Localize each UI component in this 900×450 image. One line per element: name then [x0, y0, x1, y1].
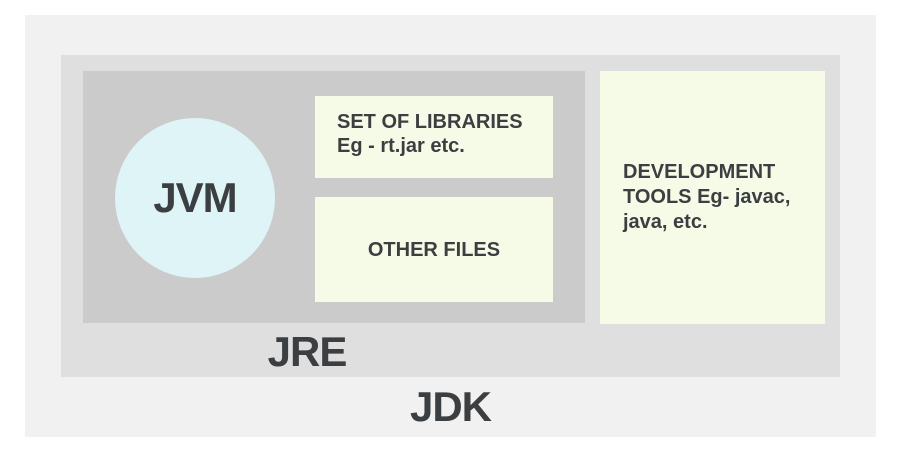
jvm-and-libraries-container: JVM SET OF LIBRARIES Eg - rt.jar etc. OT… — [83, 71, 585, 323]
set-of-libraries-subtitle: Eg - rt.jar etc. — [337, 135, 465, 157]
set-of-libraries-box: SET OF LIBRARIES Eg - rt.jar etc. — [315, 96, 553, 178]
jdk-container: JVM SET OF LIBRARIES Eg - rt.jar etc. OT… — [25, 15, 876, 437]
jre-container: JVM SET OF LIBRARIES Eg - rt.jar etc. OT… — [61, 55, 840, 377]
development-tools-box: DEVELOPMENT TOOLS Eg- javac, java, etc. — [600, 71, 825, 324]
other-files-box: OTHER FILES — [315, 197, 553, 302]
development-tools-label: DEVELOPMENT TOOLS Eg- javac, java, etc. — [623, 161, 791, 233]
jre-label: JRE — [267, 328, 348, 375]
set-of-libraries-title: SET OF LIBRARIES — [337, 111, 523, 133]
jvm-circle: JVM — [115, 118, 275, 278]
jdk-label: JDK — [409, 383, 492, 430]
jvm-label: JVM — [153, 174, 237, 221]
other-files-label: OTHER FILES — [367, 238, 501, 261]
